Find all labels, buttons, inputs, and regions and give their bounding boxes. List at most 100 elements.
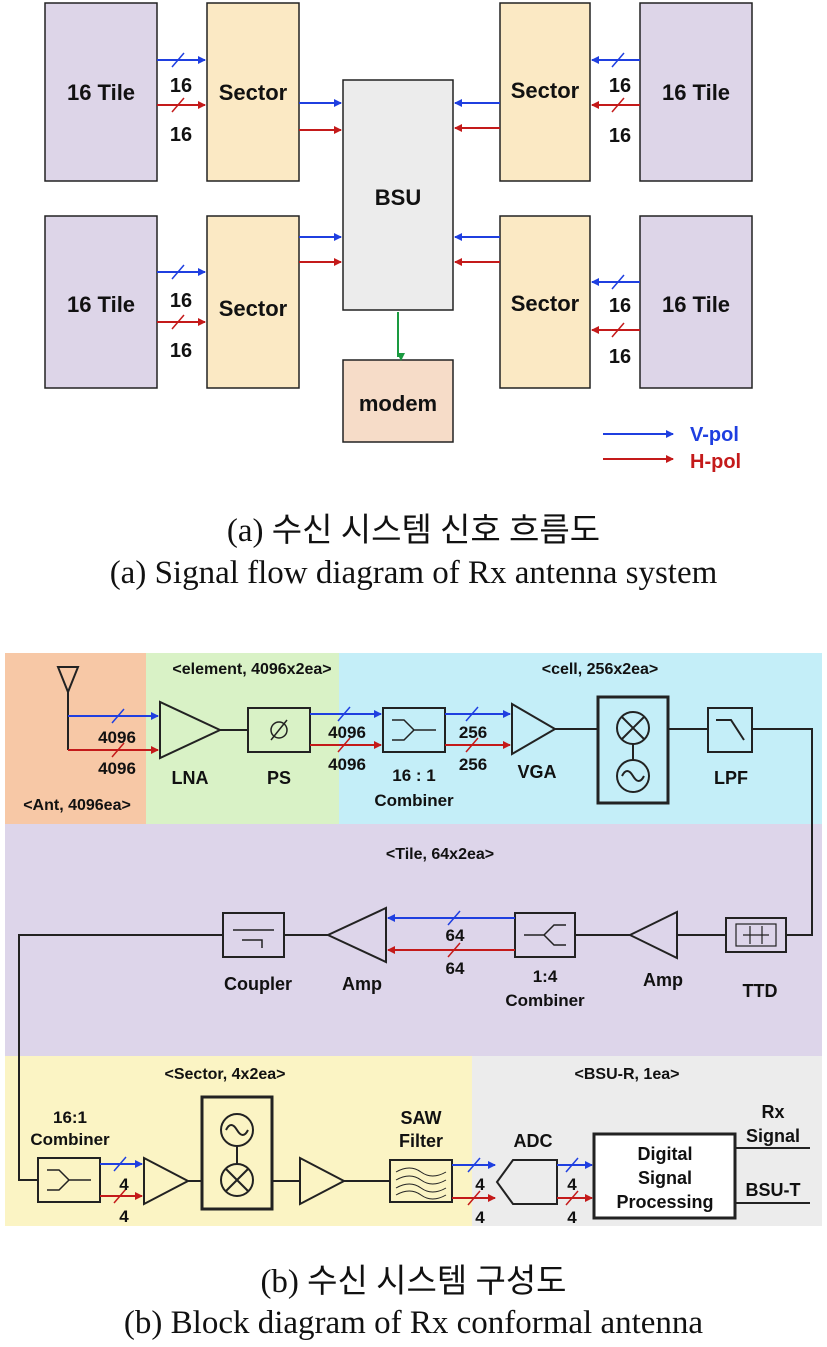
adc-to-dsp-arrows [557,1157,593,1206]
tile-bottom-right: 16 Tile [639,215,753,389]
ant-to-lna-arrows [68,708,159,758]
sector-bottom-left: Sector [206,215,300,389]
combiner-16-1-sector-block: 16:1 Combiner [30,1108,110,1203]
svg-text:16:1: 16:1 [53,1108,87,1127]
svg-text:Sector: Sector [511,291,580,316]
svg-text:Amp: Amp [342,974,382,994]
lpf-to-ttd-wire [752,728,813,936]
svg-text:VGA: VGA [517,762,556,782]
ps-to-combiner-arrows [310,706,382,753]
svg-text:PS: PS [267,768,291,788]
svg-text:LPF: LPF [714,768,748,788]
dsp-block: Digital Signal Processing [592,1132,737,1220]
ttd-block: TTD [725,917,787,1001]
antenna-icon [56,666,80,750]
bus-width-label: 16 [609,75,631,97]
svg-text:Combiner: Combiner [505,991,585,1010]
phase-shifter-block: PS [247,707,311,788]
left-bus-arrows [157,52,206,330]
svg-text:16 Tile: 16 Tile [662,80,730,105]
lna-block: LNA [159,700,223,788]
saw-to-adc-arrows [452,1157,496,1206]
bus-width-label: 16 [170,124,192,146]
caption-a-korean: (a) 수신 시스템 신호 흐름도 [226,513,601,549]
tile-top-right: 16 Tile [639,2,753,182]
bus-width-label: 16 [170,290,192,312]
bus-width-label: 4096 [98,759,136,778]
bus-width-label: 4 [119,1207,129,1226]
sector-to-bsu-arrows [299,99,500,266]
bus-width-label: 256 [459,723,487,742]
region-label-bsu: <BSU-R, 1ea> [575,1066,680,1083]
bus-width-label: 256 [459,755,487,774]
svg-text:16 Tile: 16 Tile [67,80,135,105]
amp-block-tile-right: Amp [627,910,683,990]
sector-top-right: Sector [499,2,591,182]
tile-bottom-left: 16 Tile [44,215,158,389]
mixer-lo-sector-block [200,1095,274,1211]
adc-block: ADC [495,1131,558,1205]
sector-bottom-right: Sector [499,215,591,389]
svg-text:Signal: Signal [638,1168,692,1188]
legend: V-pol H-pol [603,424,741,473]
bus-width-label: 64 [446,959,465,978]
right-bus-arrows [591,52,640,338]
bus-width-label: 4 [475,1175,485,1194]
svg-text:Combiner: Combiner [374,791,454,810]
bus-width-label: 16 [170,75,192,97]
svg-text:TTD: TTD [743,981,778,1001]
region-label-cell: <cell, 256x2ea> [542,661,659,678]
svg-text:BSU: BSU [375,185,421,210]
svg-text:modem: modem [359,391,437,416]
svg-text:H-pol: H-pol [690,451,741,473]
rx-signal-label: Signal [746,1126,800,1146]
bus-width-label: 4 [475,1208,485,1227]
bsu-t-label: BSU-T [746,1180,801,1200]
svg-text:16 Tile: 16 Tile [662,292,730,317]
tile-top-left: 16 Tile [44,2,158,182]
svg-text:SAW: SAW [400,1108,441,1128]
svg-text:Sector: Sector [511,78,580,103]
bus-width-label: 64 [446,926,465,945]
lpf-block: LPF [707,707,753,788]
svg-text:Sector: Sector [219,80,288,105]
saw-filter-block: SAW Filter [389,1108,453,1203]
region-backgrounds [5,653,822,1226]
svg-text:Processing: Processing [616,1192,713,1212]
svg-text:Sector: Sector [219,296,288,321]
region-label-element: <element, 4096x2ea> [172,661,331,678]
bus-width-label: 16 [170,340,192,362]
svg-text:V-pol: V-pol [690,424,739,446]
svg-text:1:4: 1:4 [533,967,558,986]
caption-a-english: (a) Signal flow diagram of Rx antenna sy… [109,555,718,591]
amp-block-sector-1 [143,1156,191,1206]
bus-width-label: 4 [567,1175,577,1194]
bsu-block: BSU [342,79,454,311]
bus-width-label: 16 [609,125,631,147]
combiner-16-1-block: 16 : 1 Combiner [374,707,454,810]
combiner-to-amp-arrows [387,910,515,958]
svg-text:Coupler: Coupler [224,974,292,994]
amp-block-tile-left: Amp [325,906,387,994]
bus-width-label: 4096 [328,723,366,742]
region-label-ant: <Ant, 4096ea> [23,797,131,814]
region-label-sector: <Sector, 4x2ea> [165,1066,286,1083]
coupler-to-sector-wire [18,934,223,1181]
bus-width-label: 4096 [98,728,136,747]
combiner-to-vga-arrows [445,706,511,753]
bus-width-label: 4 [119,1175,129,1194]
sector-top-left: Sector [206,2,300,182]
modem-block: modem [342,359,454,443]
bus-width-label: 4 [567,1208,577,1227]
region-label-tile: <Tile, 64x2ea> [386,846,494,863]
sector-combiner-arrows [100,1156,143,1204]
caption-b-english: (b) Block diagram of Rx conformal antenn… [123,1305,704,1341]
svg-text:16 Tile: 16 Tile [67,292,135,317]
caption-b-korean: (b) 수신 시스템 구성도 [260,1264,567,1300]
svg-text:Filter: Filter [399,1131,443,1151]
svg-text:LNA: LNA [172,768,209,788]
bus-width-label: 16 [609,346,631,368]
combiner-1-4-block: 1:4 Combiner [505,912,585,1010]
svg-text:Digital: Digital [637,1144,692,1164]
bus-width-label: 4096 [328,755,366,774]
